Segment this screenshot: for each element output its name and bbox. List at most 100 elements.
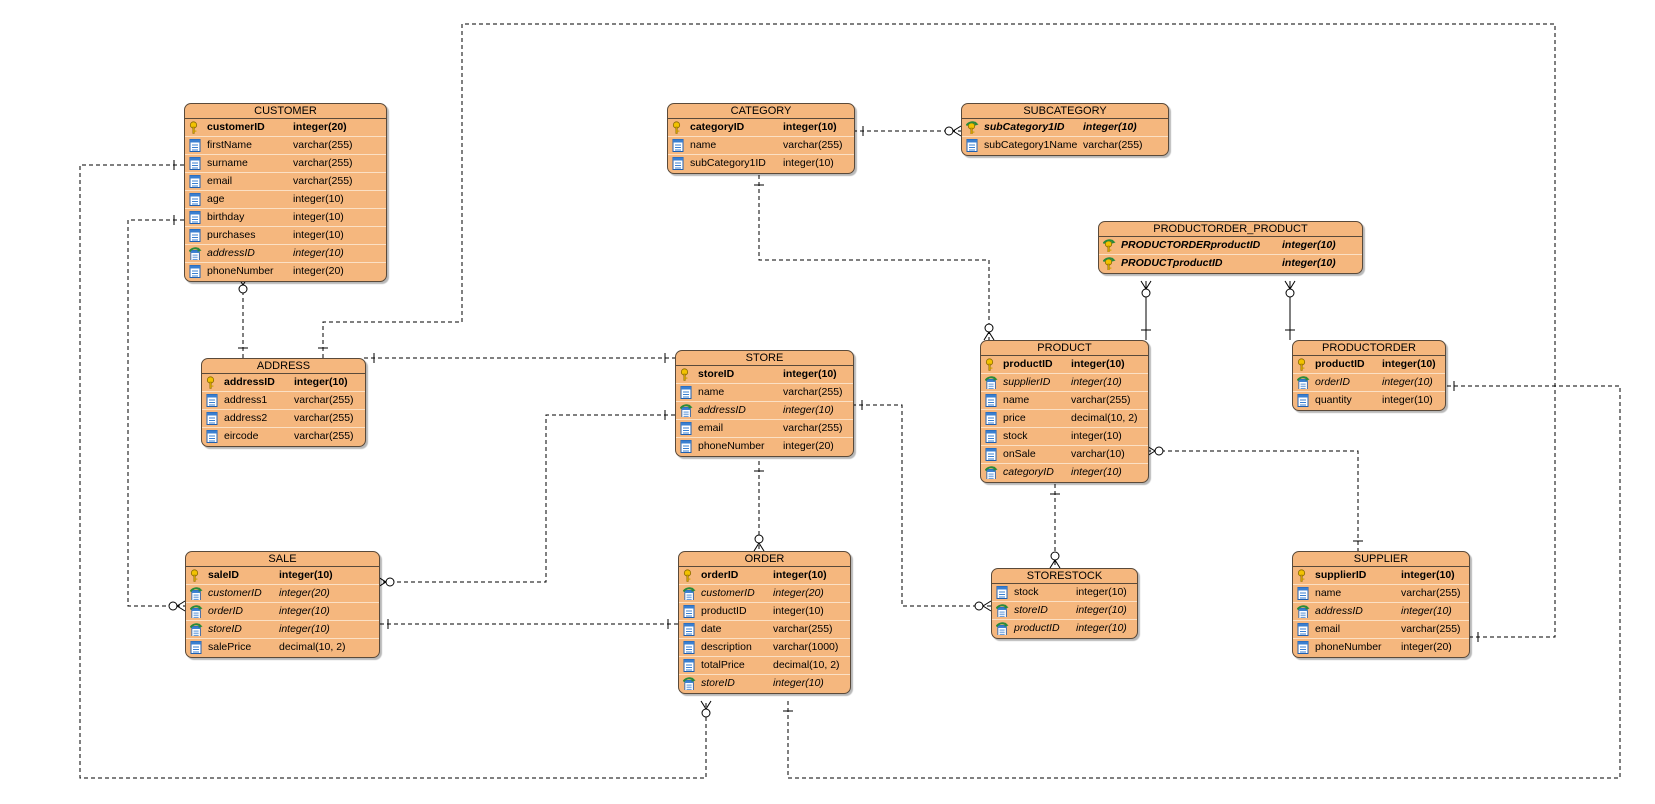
relationship-customer-order [79, 160, 712, 779]
column-type: integer(20) [279, 587, 330, 599]
crows-foot-zero-many-marker [377, 576, 395, 588]
column-icon [189, 157, 201, 170]
column-name: stock [1014, 586, 1039, 598]
column-type: integer(10) [1076, 622, 1127, 634]
column-name: addressID [698, 404, 746, 416]
foreign-key-icon [996, 604, 1009, 617]
column-icon [672, 157, 684, 170]
column-type: integer(10) [1282, 257, 1336, 269]
column-name: addressID [1315, 605, 1363, 617]
column-row[interactable]: productID integer(10) [992, 620, 1137, 637]
column-name: phoneNumber [698, 440, 765, 452]
column-row[interactable]: PRODUCTproductID integer(10) [1099, 255, 1362, 272]
relationship-line [1147, 450, 1359, 551]
column-name: productID [1014, 622, 1060, 634]
relationship-store-sale [377, 410, 675, 588]
column-name: productID [1003, 358, 1053, 370]
crows-foot-zero-many-marker [753, 534, 765, 552]
relationship-product-supplier [1146, 445, 1363, 551]
column-type: varchar(255) [773, 623, 833, 635]
column-name: PRODUCTproductID [1121, 257, 1223, 269]
entity-title: SUBCATEGORY [962, 104, 1168, 119]
column-name: firstName [207, 139, 252, 151]
crows-foot-zero-many-marker [1049, 551, 1061, 569]
column-name: address1 [224, 394, 268, 406]
column-type: varchar(255) [1401, 587, 1461, 599]
column-row[interactable]: stock integer(10) [992, 584, 1137, 602]
column-type: integer(10) [1083, 121, 1137, 133]
column-name: supplierID [1315, 569, 1367, 581]
column-icon [966, 139, 978, 152]
column-name: email [698, 422, 724, 434]
column-type: integer(10) [294, 376, 348, 388]
relationship-line [322, 23, 1556, 638]
key-icon [683, 569, 692, 582]
column-type: integer(10) [1076, 586, 1127, 598]
